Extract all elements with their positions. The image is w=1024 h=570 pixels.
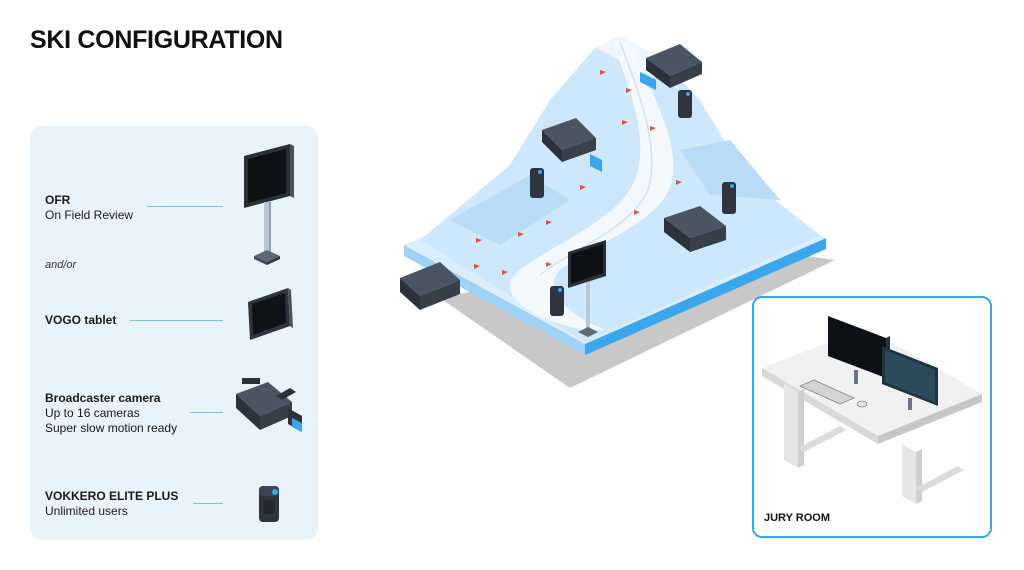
camera-icon <box>542 118 602 172</box>
leader-line <box>130 320 223 321</box>
leader-line <box>193 503 223 504</box>
broadcast-camera-icon <box>236 378 302 432</box>
page-title: SKI CONFIGURATION <box>30 26 283 54</box>
camera-icon <box>640 44 702 90</box>
and-or-label: and/or <box>45 259 77 271</box>
legend-item-desc: Super slow motion ready <box>45 421 178 435</box>
leader-line <box>147 206 223 207</box>
legend-item-camera: Broadcaster camera Up to 16 cameras Supe… <box>45 391 177 436</box>
legend-item-ofr: OFR On Field Review <box>45 193 133 223</box>
jury-room-label: JURY ROOM <box>764 512 831 524</box>
jury-room-panel: JURY ROOM <box>752 296 992 538</box>
leader-line <box>190 412 223 413</box>
legend-item-name: Broadcaster camera <box>45 391 161 405</box>
legend-item-vokkero: VOKKERO ELITE PLUS Unlimited users <box>45 489 178 519</box>
ofr-monitor-icon <box>568 240 606 337</box>
legend-panel: OFR On Field Review and/or VOGO tablet B… <box>30 126 318 540</box>
ski-slope-illustration <box>400 36 835 388</box>
jury-desk-illustration <box>762 316 982 504</box>
ofr-monitor-icon <box>244 144 294 265</box>
tablet-icon <box>248 288 293 340</box>
legend-item-desc: Unlimited users <box>45 504 128 518</box>
legend-item-desc: Up to 16 cameras <box>45 406 140 420</box>
legend-item-name: OFR <box>45 193 71 207</box>
camera-icon <box>400 262 460 310</box>
legend-item-desc: On Field Review <box>45 208 134 222</box>
legend-item-name: VOGO tablet <box>45 313 117 327</box>
legend-item-tablet: VOGO tablet <box>45 313 116 328</box>
radio-device-icon <box>259 486 279 522</box>
legend-item-name: VOKKERO ELITE PLUS <box>45 489 179 503</box>
camera-icon <box>664 206 726 252</box>
